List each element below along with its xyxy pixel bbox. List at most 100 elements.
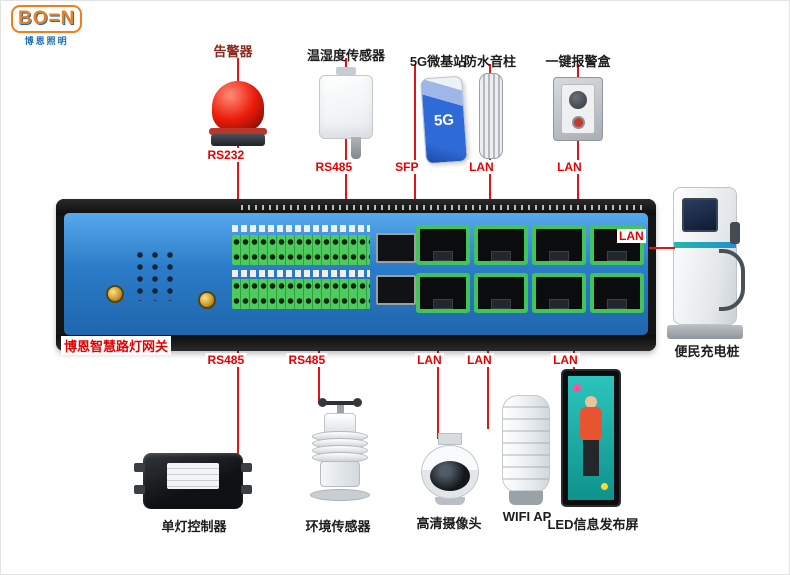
5g-station-body: 5G [420,75,468,165]
device-ev-charger [667,187,747,339]
connection-line [437,347,439,439]
sensor-neck [336,405,344,413]
label-temp-humidity-sensor: 温湿度传感器 [306,48,386,63]
label-lamp-controller: 单灯控制器 [161,519,227,534]
device-led-screen [561,369,621,507]
connection-line [318,347,320,403]
ethernet-port [590,273,644,313]
label-wifi-ap: WIFI AP [502,509,552,524]
port-label-rs485-envsensor: RS485 [286,353,328,367]
alarm-collar [209,128,267,135]
connection-line [414,64,416,204]
sensor-body [319,75,373,139]
label-waterproof-speaker: 防水音柱 [463,54,517,69]
sensor-base-cylinder [320,461,360,487]
logo-subtitle: 博恩照明 [24,36,69,46]
device-temp-humidity-sensor [318,67,374,159]
port-label-lan-speaker: LAN [467,160,496,174]
terminal-block-row [232,279,370,309]
port-label-rs485-controller: RS485 [205,353,247,367]
ethernet-port [532,273,586,313]
charger-screen [682,198,718,232]
connection-line [237,347,239,457]
camera-mount [438,433,462,445]
sensor-probe [351,137,361,159]
label-onekey-alarm-box: 一键报警盒 [545,54,611,69]
led-screen-frame [561,369,621,507]
sfp-port [376,275,416,305]
label-environment-sensor: 环境传感器 [305,519,371,534]
label-5g-station: 5G微基站 [409,54,467,69]
cable-gland-icon [134,463,145,472]
screen-accent-dot [601,483,608,490]
port-label-lan-ledscreen: LAN [551,353,580,367]
ethernet-port [474,225,528,265]
ethernet-port [416,225,470,265]
gateway-title: 博恩智慧路灯网关 [61,336,172,355]
port-label-rs232: RS232 [205,148,247,162]
speaker-column-body [479,73,503,159]
alarm-button-icon [571,116,585,129]
person-figure-torso [580,407,602,441]
wifi-ap-base [509,491,543,505]
port-label-lan-alarmbox: LAN [555,160,584,174]
device-alarm-beacon [208,81,268,146]
antenna-connector-icon [106,285,124,303]
charger-cable [719,249,745,311]
gateway-device [56,199,656,351]
device-waterproof-speaker [479,73,503,159]
led-indicator-grid [134,249,182,301]
screen-accent-dot [573,384,581,392]
port-label-lan-charger: LAN [617,229,646,243]
controller-body [134,453,252,509]
led-screen-content [568,376,614,500]
logo-wordmark: BO=N [11,5,83,33]
wifi-ap-body [502,395,550,493]
charger-stripe [674,242,736,248]
boen-logo: BO=N 博恩照明 [11,5,83,47]
alarm-dome [212,81,264,131]
device-wifi-ap [502,395,550,505]
connection-line [487,347,489,429]
antenna-connector-icon [198,291,216,309]
port-label-sfp: SFP [393,160,421,174]
gateway-top-bezel [56,199,656,215]
sensor-base-flange [310,489,370,501]
alarm-box-panel [561,84,595,134]
speaker-grille-icon [569,91,587,109]
sensor-bracket [336,67,356,75]
device-environment-sensor [304,397,376,501]
camera-dome [421,445,479,499]
alarm-base [211,134,265,146]
label-alarm-beacon: 告警器 [213,44,253,59]
charger-base [667,325,743,339]
cable-gland-icon [241,485,252,494]
person-figure-legs [583,440,599,476]
port-label-rs485-top: RS485 [313,160,355,174]
terminal-label-strip [232,270,370,277]
connection-line [649,247,675,249]
label-ev-charger: 便民充电桩 [674,344,740,359]
device-5g-station: 5G [420,75,468,165]
cable-gland-icon [134,485,145,494]
camera-lens-icon [430,461,470,492]
ethernet-port [416,273,470,313]
port-label-lan-camera: LAN [415,353,444,367]
camera-base [435,497,465,505]
port-label-lan-wifiap: LAN [465,353,494,367]
sfp-port [376,233,416,263]
ethernet-port [532,225,586,265]
person-figure-head [585,396,597,408]
label-hd-camera: 高清摄像头 [416,516,482,531]
device-hd-camera [417,433,483,505]
device-lamp-controller [134,453,252,509]
terminal-label-strip [232,225,370,232]
alarm-box-shell [553,77,603,141]
gateway-bottom-bezel [56,335,656,351]
label-led-screen: LED信息发布屏 [547,517,639,532]
5g-screen-text: 5G [433,110,455,130]
cable-gland-icon [241,463,252,472]
charger-gun-holder [730,222,740,244]
ethernet-port-grid [416,225,644,315]
